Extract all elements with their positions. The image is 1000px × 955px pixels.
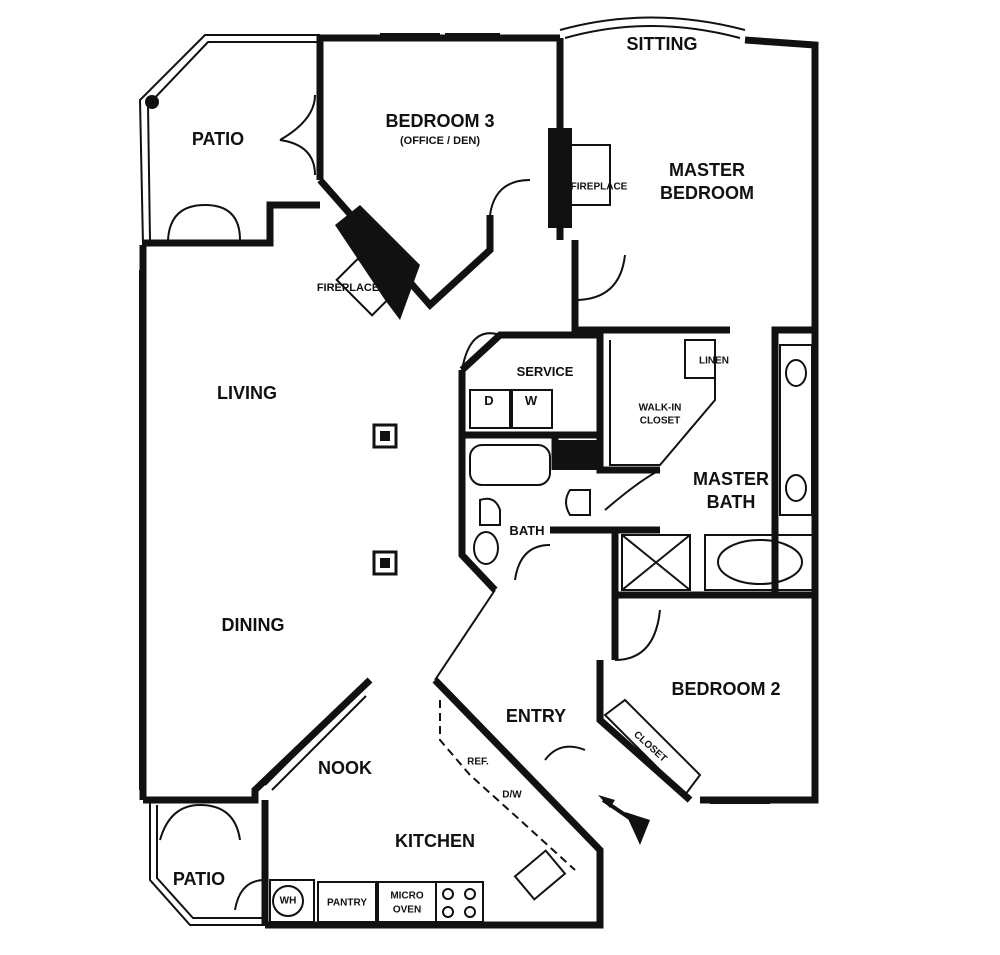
column-icon — [372, 423, 398, 449]
walls — [139, 34, 819, 929]
label-pantry: PANTRY — [327, 897, 367, 909]
room-label-entry: ENTRY — [505, 706, 567, 727]
room-label-kitchen: KITCHEN — [395, 831, 475, 852]
fireplace-bedroom-icon — [548, 128, 572, 228]
fireplace-living-icon — [335, 205, 420, 320]
room-label-patio-bottom: PATIO — [172, 869, 226, 890]
label-fireplace-bedroom: FIREPLACE — [570, 181, 628, 193]
label-walk-in-2: CLOSET — [639, 415, 681, 427]
room-label-living: LIVING — [216, 383, 278, 404]
label-dryer: D — [484, 392, 494, 408]
entry-arrow-icon — [598, 795, 650, 845]
room-label-master-bath-1: MASTER — [693, 469, 769, 490]
room-label-dining: DINING — [221, 615, 285, 636]
room-sublabel-office-den: (OFFICE / DEN) — [399, 134, 481, 147]
label-water-heater: WH — [279, 895, 297, 907]
room-label-master-bath-2: BATH — [706, 492, 756, 513]
label-micro-1: MICRO — [390, 890, 424, 902]
corner-post-icon — [145, 95, 159, 109]
room-label-patio-top: PATIO — [191, 129, 245, 150]
room-label-bedroom-2: BEDROOM 2 — [671, 679, 781, 700]
column-icon — [372, 550, 398, 576]
room-label-bath: BATH — [509, 522, 545, 538]
room-label-master-2: BEDROOM — [660, 183, 754, 204]
room-label-service: SERVICE — [516, 363, 574, 379]
label-dishwasher: D/W — [502, 789, 522, 801]
label-walk-in-1: WALK-IN — [638, 402, 682, 414]
label-fireplace-living: FIREPLACE — [316, 281, 380, 294]
label-refrigerator: REF. — [467, 756, 489, 768]
room-label-sitting: SITTING — [626, 34, 698, 55]
room-label-nook: NOOK — [318, 758, 372, 779]
room-label-master-1: MASTER — [669, 160, 745, 181]
thin-lines — [138, 16, 814, 926]
label-linen: LINEN — [699, 355, 729, 367]
label-washer: W — [524, 392, 538, 408]
room-label-bedroom-3: BEDROOM 3 — [385, 111, 495, 132]
label-micro-2: OVEN — [392, 904, 422, 916]
